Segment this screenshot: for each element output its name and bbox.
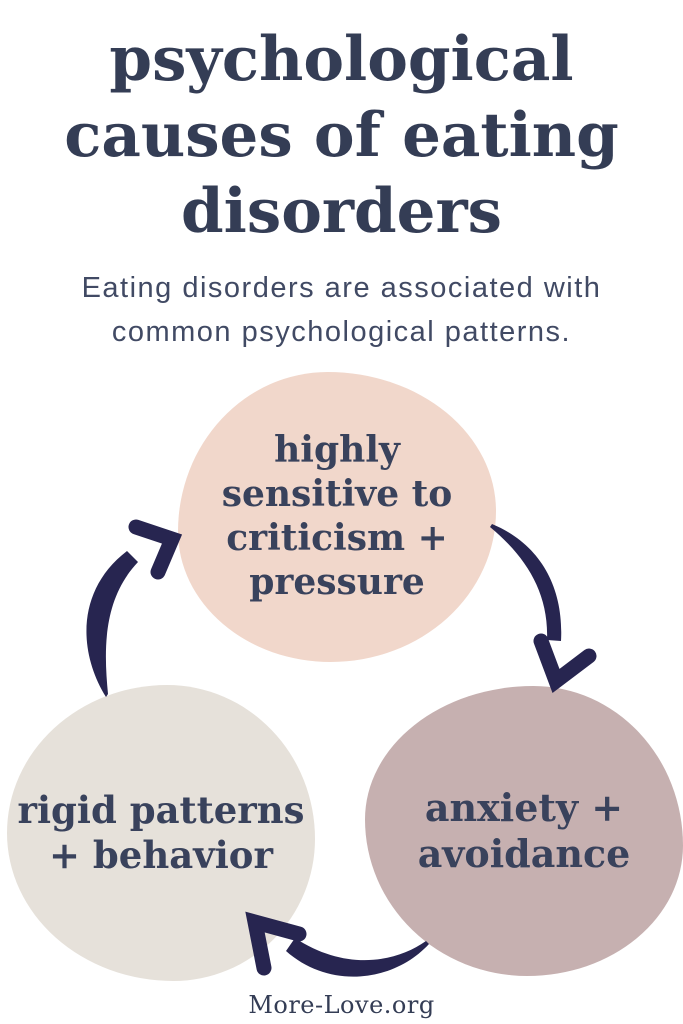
page-subtitle: Eating disorders are associated with com…	[81, 272, 602, 348]
node-sensitivity-label: highly sensitive to criticism + pressure	[221, 429, 453, 603]
curved-arrow-down-icon	[490, 524, 597, 694]
node-anxiety: anxiety + avoidance	[365, 686, 683, 976]
node-anxiety-label: anxiety + avoidance	[417, 784, 631, 876]
node-rigidity-label: rigid patterns + behavior	[17, 787, 305, 877]
footer-site-text: More-Love.org	[248, 991, 435, 1019]
node-sensitivity: highly sensitive to criticism + pressure	[178, 372, 496, 662]
page-title: psychological causes of eating disorders	[64, 24, 619, 247]
node-rigidity: rigid patterns + behavior	[7, 685, 315, 981]
curved-arrow-up-right-icon	[86, 519, 183, 697]
